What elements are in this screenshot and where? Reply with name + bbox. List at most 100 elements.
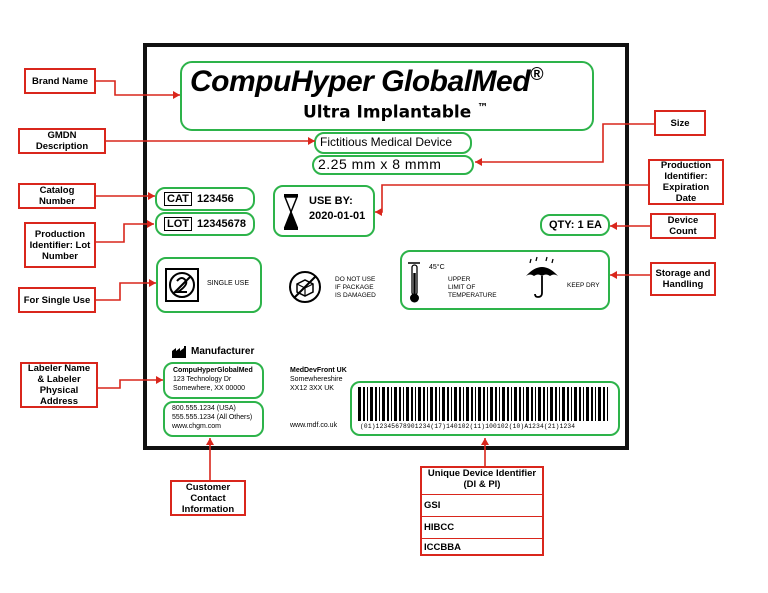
temp-text-1: UPPER [448, 276, 471, 283]
temp-text-3: TEMPERATURE [448, 292, 497, 299]
callout-production-lot: Production Identifier: Lot Number [24, 222, 96, 268]
barcode-bar [555, 387, 557, 421]
hourglass-icon [283, 194, 299, 230]
udi-row-hibcc: HIBCC [420, 516, 544, 538]
barcode-bar [418, 387, 421, 421]
barcode-bar [514, 387, 517, 421]
umbrella-icon [526, 256, 558, 298]
single-use-text: SINGLE USE [207, 280, 250, 287]
barcode-bar [598, 387, 601, 421]
udi-row-gsi: GSI [420, 494, 544, 516]
distributor-website: www.mdf.co.uk [290, 422, 338, 429]
use-by-label: USE BY: [309, 195, 353, 207]
device-size: 2.25 mm x 8 mmm [318, 156, 442, 172]
barcode-bar [499, 387, 500, 421]
barcode-bar [439, 387, 440, 421]
barcode-bar [487, 387, 488, 421]
barcode-bar [463, 387, 464, 421]
barcode-bar [427, 387, 428, 421]
damaged-text-3: IS DAMAGED [335, 292, 376, 299]
callout-udi-table [420, 466, 544, 556]
barcode-bar [403, 387, 404, 421]
callout-gmdn-description: GMDN Description [18, 128, 106, 154]
device-description: Fictitious Medical Device [320, 135, 453, 149]
contact-phone-usa: 800.555.1234 (USA) [172, 405, 236, 412]
barcode-bar [406, 387, 409, 421]
barcode-bar [435, 387, 437, 421]
barcode-bar [471, 387, 473, 421]
labeler-name: CompuHyperGlobalMed [173, 367, 253, 374]
lot-number: 12345678 [197, 218, 246, 230]
size-highlight [312, 155, 474, 175]
udi-barcode [358, 387, 608, 421]
udi-highlight [350, 381, 620, 436]
catalog-number: 123456 [197, 193, 234, 205]
barcode-bar [363, 387, 365, 421]
barcode-bar [466, 387, 469, 421]
brand-name: CompuHyper GlobalMed® [190, 64, 543, 98]
barcode-bar [475, 387, 476, 421]
barcode-bar [562, 387, 565, 421]
barcode-bar [507, 387, 509, 421]
barcode-bar [495, 387, 497, 421]
barcode-bar [447, 387, 449, 421]
lot-highlight [155, 212, 255, 236]
labeler-street: 123 Technology Dr [173, 376, 232, 383]
callout-storage-handling: Storage and Handling [650, 262, 716, 296]
storage-highlight [400, 250, 610, 310]
barcode-bar [559, 387, 560, 421]
barcode-bar [490, 387, 493, 421]
callout-size: Size [654, 110, 706, 136]
distributor-name: MedDevFront UK [290, 367, 347, 374]
udi-row-iccbba: ICCBBA [420, 538, 544, 555]
barcode-bar [535, 387, 536, 421]
barcode-bar [547, 387, 548, 421]
udi-barcode-text: (01)12345678901234(17)140102(11)100102(1… [360, 423, 576, 430]
barcode-bar [423, 387, 425, 421]
barcode-bar [370, 387, 373, 421]
contact-highlight [163, 401, 264, 437]
damaged-text-2: IF PACKAGE [335, 284, 374, 291]
barcode-bar [367, 387, 368, 421]
barcode-bar [375, 387, 377, 421]
catalog-highlight [155, 187, 255, 211]
device-count: QTY: 1 EA [549, 219, 602, 231]
use-by-date: 2020-01-01 [309, 210, 366, 222]
barcode-bar [459, 387, 461, 421]
barcode-bar [415, 387, 416, 421]
barcode-bar [382, 387, 385, 421]
brand-highlight [180, 61, 594, 131]
barcode-bar [571, 387, 572, 421]
distributor-line-2: Somewhereshire [290, 376, 343, 383]
barcode-bar [595, 387, 596, 421]
callout-catalog-number: Catalog Number [18, 183, 96, 209]
barcode-bar [567, 387, 569, 421]
barcode-bar [603, 387, 605, 421]
damaged-text-1: DO NOT USE [335, 276, 376, 283]
manufacturer-icon [172, 346, 186, 358]
distributor-line-3: XX12 3XX UK [290, 385, 334, 392]
barcode-bar [358, 387, 361, 421]
keep-dry-text: KEEP DRY [567, 282, 600, 289]
barcode-bar [526, 387, 529, 421]
callout-single-use: For Single Use [18, 287, 96, 313]
temp-value: 45°C [429, 264, 445, 271]
barcode-bar [523, 387, 524, 421]
cat-tag: CAT [164, 192, 192, 206]
damaged-package-icon [289, 271, 321, 303]
callout-customer-contact: Customer Contact Information [170, 480, 246, 516]
barcode-bar [411, 387, 413, 421]
barcode-bar [574, 387, 577, 421]
description-highlight [314, 132, 472, 154]
expiration-highlight [273, 185, 375, 237]
barcode-bar [391, 387, 392, 421]
barcode-bar [519, 387, 521, 421]
contact-website: www.chgm.com [172, 423, 222, 430]
barcode-bar [591, 387, 593, 421]
barcode-bar [579, 387, 581, 421]
barcode-bar [502, 387, 505, 421]
barcode-bar [387, 387, 389, 421]
barcode-bar [454, 387, 457, 421]
contact-phone-other: 555.555.1234 (All Others) [172, 414, 253, 421]
